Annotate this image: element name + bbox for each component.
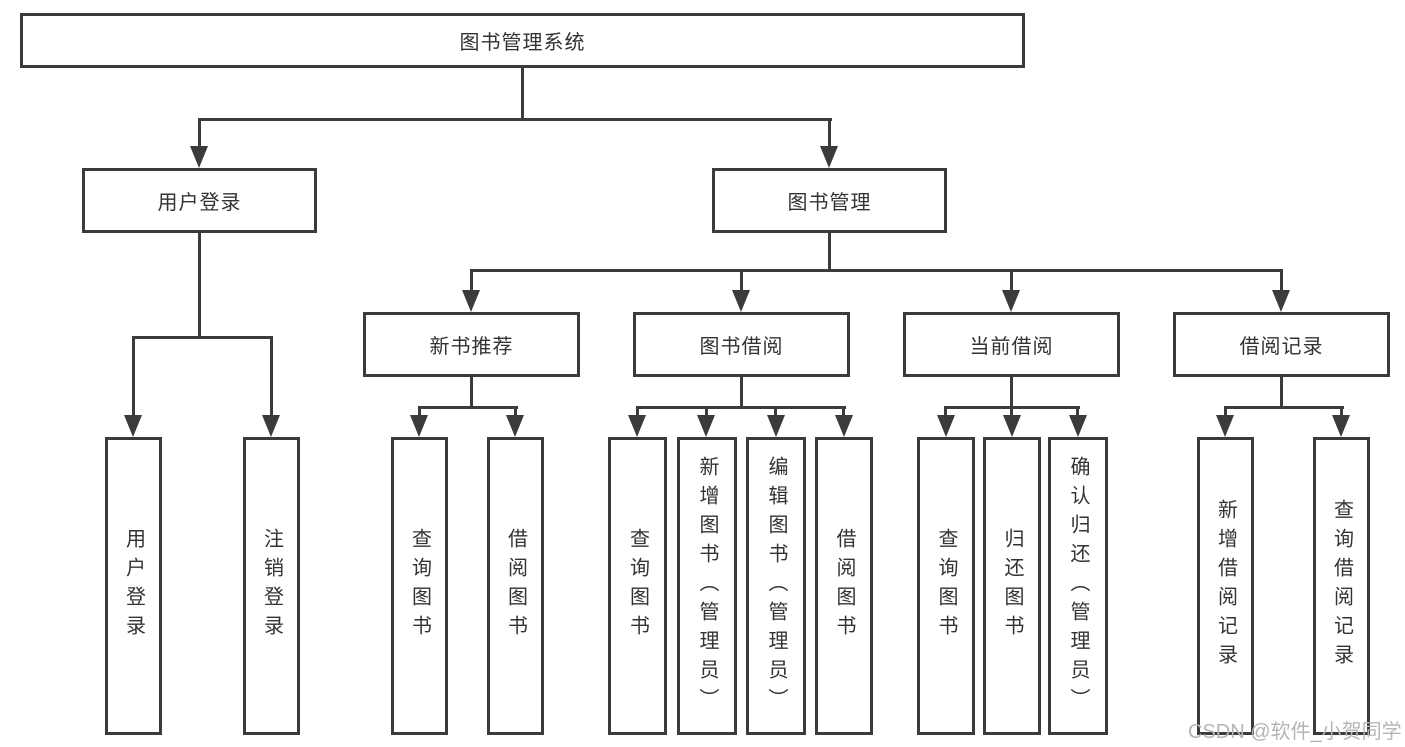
connector-root-stem [521, 68, 524, 120]
leaf-label: 编辑图书（管理员） [765, 455, 787, 717]
connector-drop [774, 406, 777, 417]
arrowhead-leaf [628, 415, 646, 437]
connector-drop-leaf-logout [270, 336, 273, 416]
node-book-management-label: 图书管理 [787, 192, 872, 214]
arrowhead-new-book [462, 290, 480, 312]
connector-drop-book-management [828, 118, 831, 148]
connector-drop [944, 406, 947, 417]
connector-drop [1010, 406, 1013, 417]
connector-drop [514, 406, 517, 417]
connector-drop [1076, 406, 1079, 417]
arrowhead-leaf [1003, 415, 1021, 437]
connector-drop-borrow [740, 269, 743, 291]
connector-drop [705, 406, 708, 417]
node-current-label: 当前借阅 [969, 336, 1054, 358]
leaf-label: 查询图书 [408, 528, 431, 644]
arrowhead-leaf-user-login [124, 415, 142, 437]
leaf-label: 新增图书（管理员） [696, 455, 718, 717]
connector-new-book-stem [470, 377, 473, 408]
connector-drop-records [1280, 269, 1283, 291]
arrowhead-leaf [835, 415, 853, 437]
arrowhead-current [1002, 290, 1020, 312]
node-new-book-label: 新书推荐 [429, 336, 514, 358]
arrowhead-leaf-logout [262, 415, 280, 437]
arrowhead-user-login [190, 146, 208, 168]
connector-records-stem [1280, 377, 1283, 408]
connector-drop-new-book [470, 269, 473, 291]
connector-user-login-stem [198, 233, 201, 338]
leaf-logout: 注销登录 [243, 437, 300, 735]
leaf-add-book-admin: 新增图书（管理员） [677, 437, 737, 735]
csdn-watermark: CSDN @软件_小贺同学 [1188, 721, 1402, 743]
leaf-query-books-newbook: 查询图书 [391, 437, 448, 735]
leaf-add-borrow-record: 新增借阅记录 [1197, 437, 1254, 735]
node-new-book-recommendation: 新书推荐 [363, 312, 580, 377]
arrowhead-leaf [506, 415, 524, 437]
connector-drop-user-login [198, 118, 201, 148]
node-root: 图书管理系统 [20, 13, 1025, 68]
connector-drop-leaf-user-login [132, 336, 135, 416]
node-borrowing-records: 借阅记录 [1173, 312, 1390, 377]
arrowhead-leaf [1216, 415, 1234, 437]
leaf-label: 新增借阅记录 [1214, 499, 1237, 673]
connector-level3-horizontal [470, 269, 1283, 272]
connector-drop [1224, 406, 1227, 417]
connector-drop-current [1010, 269, 1013, 291]
connector-book-management-stem [828, 233, 831, 271]
leaf-label: 查询图书 [626, 528, 649, 644]
leaf-edit-book-admin: 编辑图书（管理员） [746, 437, 806, 735]
leaf-label: 用户登录 [122, 528, 145, 644]
connector-drop [636, 406, 639, 417]
leaf-borrow-book: 借阅图书 [815, 437, 873, 735]
connector-current-stem [1010, 377, 1013, 408]
arrowhead-leaf [1332, 415, 1350, 437]
connector-borrow-horizontal [636, 406, 846, 409]
leaf-return-book: 归还图书 [983, 437, 1041, 735]
arrowhead-records [1272, 290, 1290, 312]
leaf-query-borrow-record: 查询借阅记录 [1313, 437, 1370, 735]
connector-records-horizontal [1224, 406, 1344, 409]
arrowhead-leaf [937, 415, 955, 437]
connector-drop [842, 406, 845, 417]
arrowhead-leaf [410, 415, 428, 437]
node-records-label: 借阅记录 [1239, 336, 1324, 358]
arrowhead-leaf [1069, 415, 1087, 437]
leaf-label: 归还图书 [1001, 528, 1023, 644]
connector-new-book-horizontal [418, 406, 518, 409]
leaf-label: 借阅图书 [833, 528, 855, 644]
leaf-query-books-current: 查询图书 [917, 437, 975, 735]
arrowhead-borrow [732, 290, 750, 312]
node-user-login-label: 用户登录 [157, 192, 242, 214]
node-user-login: 用户登录 [82, 168, 317, 233]
node-book-management: 图书管理 [712, 168, 947, 233]
connector-level1-horizontal [198, 118, 832, 121]
leaf-label: 注销登录 [260, 528, 283, 644]
leaf-label: 查询图书 [935, 528, 957, 644]
connector-drop [418, 406, 421, 417]
leaf-label: 确认归还（管理员） [1067, 455, 1089, 717]
leaf-borrow-books-newbook: 借阅图书 [487, 437, 544, 735]
leaf-query-books-borrow: 查询图书 [608, 437, 667, 735]
arrowhead-leaf [767, 415, 785, 437]
connector-borrow-stem [740, 377, 743, 408]
node-root-label: 图书管理系统 [459, 32, 586, 54]
connector-user-login-horizontal [132, 336, 273, 339]
arrowhead-book-management [820, 146, 838, 168]
connector-drop [1340, 406, 1343, 417]
leaf-label: 借阅图书 [504, 528, 527, 644]
arrowhead-leaf [697, 415, 715, 437]
node-current-borrowing: 当前借阅 [903, 312, 1120, 377]
leaf-label: 查询借阅记录 [1330, 499, 1353, 673]
leaf-user-login: 用户登录 [105, 437, 162, 735]
node-borrow-label: 图书借阅 [699, 336, 784, 358]
leaf-confirm-return-admin: 确认归还（管理员） [1048, 437, 1108, 735]
node-book-borrowing: 图书借阅 [633, 312, 850, 377]
